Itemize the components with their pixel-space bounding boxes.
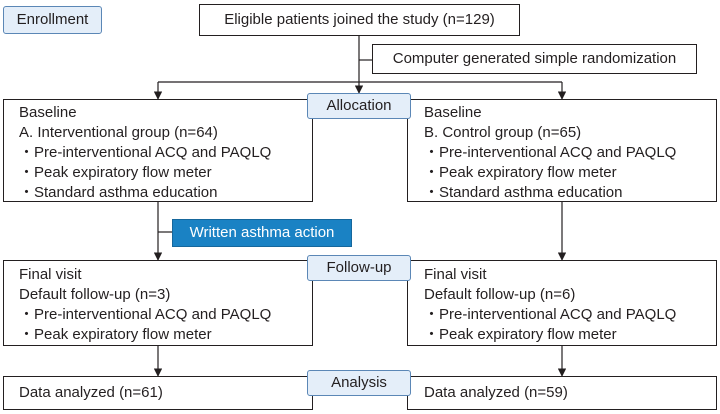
right-final-item: ・Peak expiratory flow meter bbox=[424, 326, 617, 343]
right-final-item: ・Pre-interventional ACQ and PAQLQ bbox=[424, 306, 677, 323]
left-final-title: Final visit bbox=[19, 266, 82, 283]
right-baseline-box: Baseline B. Control group (n=65) ・Pre-in… bbox=[407, 99, 717, 202]
analysis-label: Analysis bbox=[307, 370, 411, 396]
left-final-item: ・Peak expiratory flow meter bbox=[19, 326, 212, 343]
randomization-box: Computer generated simple randomization bbox=[372, 44, 697, 74]
left-group-label: A. Interventional group (n=64) bbox=[19, 124, 218, 141]
left-final-visit-box: Final visit Default follow-up (n=3) ・Pre… bbox=[3, 260, 313, 346]
eligible-patients-box: Eligible patients joined the study (n=12… bbox=[199, 4, 520, 36]
right-data-analyzed-box: Data analyzed (n=59) bbox=[407, 376, 717, 410]
left-baseline-item: ・Pre-interventional ACQ and PAQLQ bbox=[19, 144, 272, 161]
right-default-followup: Default follow-up (n=6) bbox=[424, 286, 576, 303]
right-final-title: Final visit bbox=[424, 266, 487, 283]
right-baseline-item: ・Pre-interventional ACQ and PAQLQ bbox=[424, 144, 677, 161]
left-default-followup: Default follow-up (n=3) bbox=[19, 286, 171, 303]
right-group-label: B. Control group (n=65) bbox=[424, 124, 582, 141]
left-baseline-item: ・Peak expiratory flow meter bbox=[19, 164, 212, 181]
written-asthma-action-box: Written asthma action bbox=[172, 219, 352, 247]
left-baseline-item: ・Standard asthma education bbox=[19, 184, 218, 201]
left-baseline-title: Baseline bbox=[19, 104, 77, 121]
followup-label: Follow-up bbox=[307, 255, 411, 281]
right-baseline-item: ・Peak expiratory flow meter bbox=[424, 164, 617, 181]
right-baseline-item: ・Standard asthma education bbox=[424, 184, 623, 201]
enrollment-label: Enrollment bbox=[3, 6, 102, 34]
left-final-item: ・Pre-interventional ACQ and PAQLQ bbox=[19, 306, 272, 323]
left-baseline-box: Baseline A. Interventional group (n=64) … bbox=[3, 99, 313, 202]
left-data-analyzed-box: Data analyzed (n=61) bbox=[3, 376, 313, 410]
right-final-visit-box: Final visit Default follow-up (n=6) ・Pre… bbox=[407, 260, 717, 346]
right-baseline-title: Baseline bbox=[424, 104, 482, 121]
allocation-label: Allocation bbox=[307, 93, 411, 119]
